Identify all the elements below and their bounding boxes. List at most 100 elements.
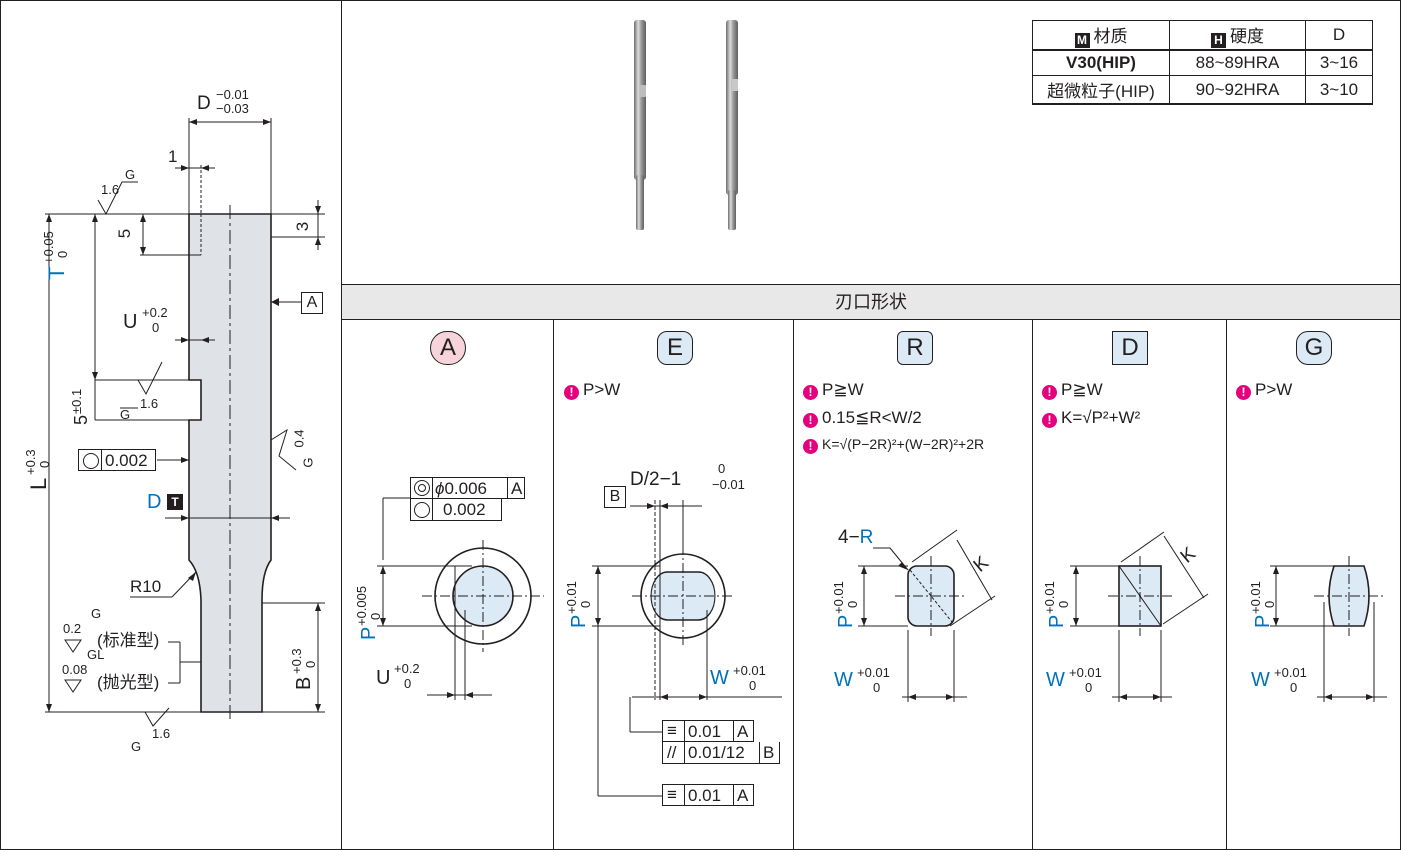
dim-w-lower: 0 — [1085, 680, 1093, 695]
dim-d-expr: D/2−1 — [630, 469, 682, 490]
alert-icon: ! — [803, 413, 818, 428]
dim-w-g: W — [1251, 669, 1270, 691]
roughness-grade: G — [91, 606, 102, 621]
header-material: 材质 — [1093, 27, 1128, 46]
left-divider — [341, 0, 342, 850]
punch-drawing — [45, 118, 325, 727]
alert-icon: ! — [803, 439, 818, 454]
datum-b-box: B — [604, 486, 626, 508]
shape-drawings — [377, 497, 1387, 797]
header-d: D — [1305, 20, 1373, 51]
dim-3-label: 3 — [293, 221, 313, 232]
roughness-grade: G — [131, 739, 142, 754]
symmetry-icon: ≡ — [667, 721, 677, 740]
dim-p-e: P +0.01 0 — [564, 581, 593, 628]
dim-w-r: W — [834, 669, 853, 691]
r10-label: R10 — [130, 577, 162, 596]
dim-u-a-upper: +0.2 — [394, 661, 420, 676]
cell-d: 3~10 — [1305, 75, 1373, 105]
cell-material: V30(HIP) — [1032, 49, 1170, 76]
dim-t: T +0.05 0 — [41, 231, 70, 280]
cell-hardness: 88~89HRA — [1169, 49, 1306, 76]
dim-w-upper: +0.01 — [733, 663, 766, 678]
shape-tag-a: A — [430, 331, 466, 365]
roughness-grade: GL — [87, 647, 105, 662]
dim-1-label: 1 — [168, 147, 178, 166]
note-item: !K=√(P−2R)²+(W−2R)²+2R — [803, 436, 984, 454]
datum-a-box: A — [301, 292, 323, 314]
d-mark: D — [147, 491, 162, 513]
dim-w-e: W — [710, 667, 729, 689]
alert-icon: ! — [1236, 385, 1251, 400]
note-item: !P>W — [564, 380, 620, 400]
dim-p-r: P +0.01 0 — [831, 581, 860, 628]
col-divider — [553, 320, 554, 850]
pin-image-1 — [634, 20, 646, 230]
circularity-frame: 0.002 — [78, 449, 156, 471]
dim-w-upper: +0.01 — [857, 665, 890, 680]
gdt-frame-a2: 0.002 — [410, 499, 502, 521]
shape-g-drawing — [1270, 556, 1387, 702]
roughness-value: 1.6 — [152, 726, 171, 741]
concentricity-icon — [414, 480, 430, 496]
dim-5-tol: 5 ±0.1 — [69, 388, 91, 425]
dim-w-d: W — [1046, 669, 1065, 691]
roughness-grade: G — [120, 407, 131, 422]
roughness-value: 1.6 — [101, 182, 120, 197]
product-photo — [634, 20, 738, 230]
dim-d-label: D — [197, 93, 211, 114]
alert-icon: ! — [564, 385, 579, 400]
gdt-frame-e2: // 0.01/12 B — [662, 742, 780, 764]
roughness-value: 0.2 — [63, 621, 82, 636]
cell-hardness: 90~92HRA — [1169, 75, 1306, 105]
material-icon: M — [1074, 33, 1090, 48]
dim-w-lower: 0 — [873, 680, 881, 695]
roughness-grade: G — [125, 167, 136, 182]
shape-tag-g: G — [1296, 331, 1332, 365]
parallelism-icon: // — [667, 743, 677, 762]
cell-d: 3~16 — [1305, 49, 1373, 76]
col-divider — [793, 320, 794, 850]
table-row: 超微粒子(HIP) 90~92HRA 3~10 — [1032, 75, 1373, 105]
t-mark-icon: T — [167, 494, 183, 510]
dim-d-upper: −0.01 — [216, 87, 249, 102]
alert-icon: ! — [1042, 413, 1057, 428]
shape-e-drawing — [592, 500, 782, 797]
dim-w-lower: 0 — [749, 678, 757, 693]
note-item: !P>W — [1236, 380, 1292, 400]
shape-tag-r: R — [897, 331, 933, 365]
dim-p-a: P +0.005 0 — [354, 585, 383, 640]
col-divider — [1226, 320, 1227, 850]
dim-u-lower: 0 — [152, 320, 160, 335]
shape-a-drawing — [377, 497, 544, 700]
gdt-frame-a1: ϕ0.006 A — [410, 477, 525, 499]
section-title: 刃口形状 — [342, 284, 1400, 320]
dim-d-lower: −0.03 — [216, 101, 249, 116]
circularity-icon — [83, 453, 99, 469]
note-item: !P≧W — [1042, 380, 1103, 400]
gdt-frame-e1: ≡ 0.01 A — [662, 720, 754, 742]
dim-u-a-lower: 0 — [404, 676, 412, 691]
roughness-value: 1.6 — [140, 396, 159, 411]
cell-material: 超微粒子(HIP) — [1032, 75, 1170, 105]
hardness-icon: H — [1211, 33, 1226, 48]
gdt-frame-e3: ≡ 0.01 A — [662, 784, 754, 806]
alert-icon: ! — [1042, 385, 1057, 400]
dim-5-label: 5 — [115, 228, 135, 239]
dim-d-expr-lower: −0.01 — [712, 477, 745, 492]
pin-image-2 — [726, 20, 738, 230]
header-hardness: 硬度 — [1230, 27, 1264, 46]
dim-u-a: U — [376, 667, 391, 689]
symmetry-icon: ≡ — [667, 785, 677, 804]
col-divider — [1032, 320, 1033, 850]
note-item: !P≧W — [803, 380, 864, 400]
circularity-icon — [414, 502, 430, 518]
dim-p-g: P +0.01 0 — [1248, 581, 1277, 628]
dim-b: B +0.3 0 — [289, 648, 318, 690]
dim-u: U — [123, 311, 138, 333]
alert-icon: ! — [803, 385, 818, 400]
roughness-grade: G — [300, 457, 316, 468]
table-row: V30(HIP) 88~89HRA 3~16 — [1032, 49, 1373, 76]
